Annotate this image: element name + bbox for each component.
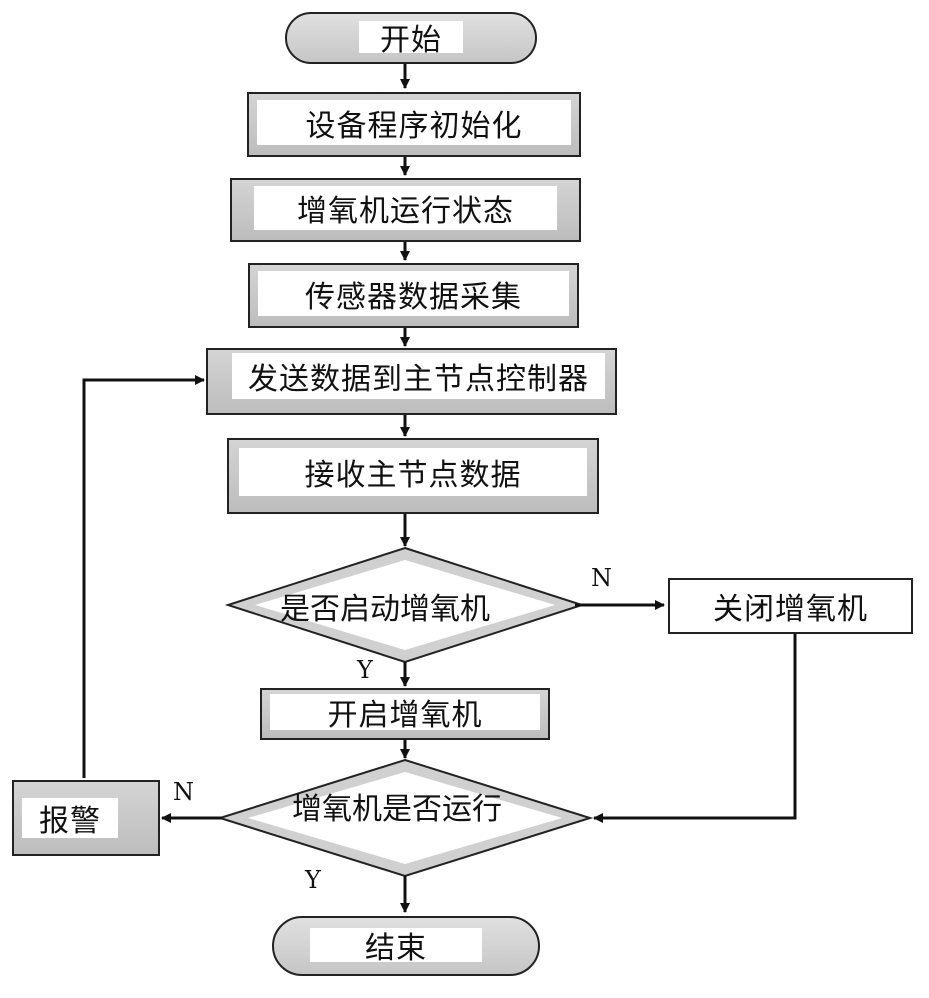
turn-off-label: 关闭增氧机 (713, 592, 868, 627)
decision-start-label: 是否启动增氧机 (280, 592, 490, 627)
label-start-yes: Y (357, 656, 373, 684)
label-running-yes: Y (305, 866, 321, 894)
turn-on-box: 开启增氧机 (260, 688, 550, 740)
turn-off-box: 关闭增氧机 (668, 578, 913, 634)
end-terminal: 结束 (272, 916, 540, 976)
start-label: 开始 (380, 23, 442, 58)
label-start-no: N (591, 564, 612, 592)
aerator-status-box: 增氧机运行状态 (230, 178, 581, 242)
end-label: 结束 (365, 931, 427, 966)
decision-running-label: 增氧机是否运行 (292, 792, 502, 827)
init-process-box: 设备程序初始化 (247, 92, 581, 157)
label-running-no: N (173, 778, 194, 806)
receive-data-label: 接收主节点数据 (304, 458, 522, 493)
alarm-box: 报警 (12, 780, 160, 856)
arrow-turnoff-running (593, 632, 797, 823)
send-data-label: 发送数据到主节点控制器 (248, 362, 589, 397)
send-data-box: 发送数据到主节点控制器 (206, 348, 617, 415)
sensor-collect-label: 传感器数据采集 (305, 279, 522, 315)
alarm-label: 报警 (39, 804, 101, 839)
turn-on-label: 开启增氧机 (327, 698, 483, 733)
aerator-status-label: 增氧机运行状态 (297, 194, 514, 229)
arrow-alarm-send (82, 375, 205, 778)
receive-data-box: 接收主节点数据 (227, 438, 599, 514)
sensor-collect-box: 传感器数据采集 (248, 263, 579, 328)
init-label: 设备程序初始化 (305, 108, 523, 144)
start-terminal: 开始 (285, 12, 537, 64)
